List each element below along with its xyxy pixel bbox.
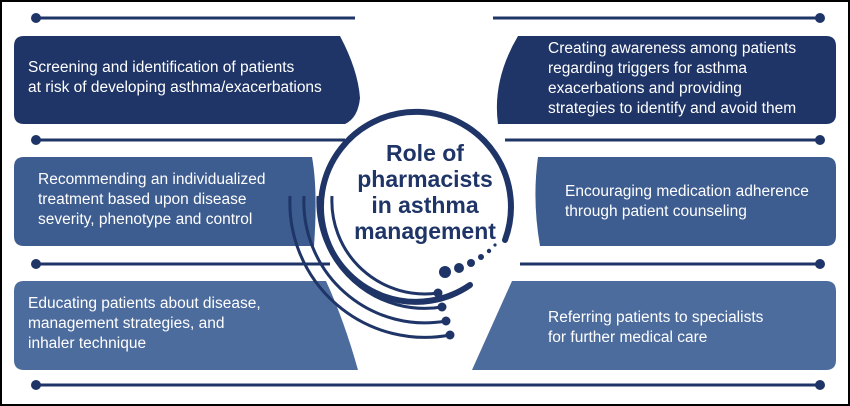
box-educating-text: Educating patients about disease, manage… bbox=[28, 295, 261, 352]
box-educating-shape bbox=[14, 281, 358, 370]
box-referring-shape bbox=[472, 281, 836, 370]
arc-4 bbox=[288, 195, 451, 339]
box-recommending-text: Recommending an individualized treatment… bbox=[38, 171, 266, 228]
dot bbox=[467, 259, 475, 267]
box-recommending-shape bbox=[14, 157, 316, 246]
box-adherence-text: Encouraging medication adherence through… bbox=[565, 183, 809, 220]
dot bbox=[486, 248, 492, 254]
center-ring-fill bbox=[330, 105, 520, 295]
arc-1 bbox=[330, 195, 439, 296]
dot bbox=[815, 13, 825, 23]
dot bbox=[815, 259, 825, 269]
dot bbox=[31, 135, 41, 145]
connector-lines bbox=[36, 16, 820, 387]
dot bbox=[31, 259, 41, 269]
box-adherence-shape bbox=[535, 157, 836, 246]
arc-end-dots bbox=[433, 288, 455, 340]
box-awareness-shape bbox=[496, 36, 836, 124]
dot bbox=[31, 380, 41, 390]
dot bbox=[478, 254, 484, 260]
dot bbox=[433, 288, 443, 298]
arc-3 bbox=[302, 195, 447, 325]
dot bbox=[815, 135, 825, 145]
dot bbox=[454, 263, 464, 273]
concentric-arcs bbox=[288, 195, 451, 339]
dot bbox=[445, 330, 455, 340]
center-title: Role of pharmacists in asthma management bbox=[354, 140, 496, 244]
box-screening-shape bbox=[14, 36, 360, 124]
dot bbox=[437, 302, 447, 312]
box-referring-text: Referring patients to specialists for fu… bbox=[548, 309, 764, 346]
connector-dots bbox=[31, 13, 825, 390]
arc-2 bbox=[316, 195, 443, 310]
center-ring bbox=[317, 108, 514, 305]
box-screening-text: Screening and identification of patients… bbox=[28, 59, 322, 96]
dot bbox=[493, 243, 497, 247]
dot bbox=[31, 13, 41, 23]
trailing-dots bbox=[439, 243, 497, 278]
box-awareness-text: Creating awareness among patients regard… bbox=[548, 40, 797, 117]
dot bbox=[441, 316, 451, 326]
dot bbox=[439, 266, 451, 278]
dot bbox=[815, 380, 825, 390]
